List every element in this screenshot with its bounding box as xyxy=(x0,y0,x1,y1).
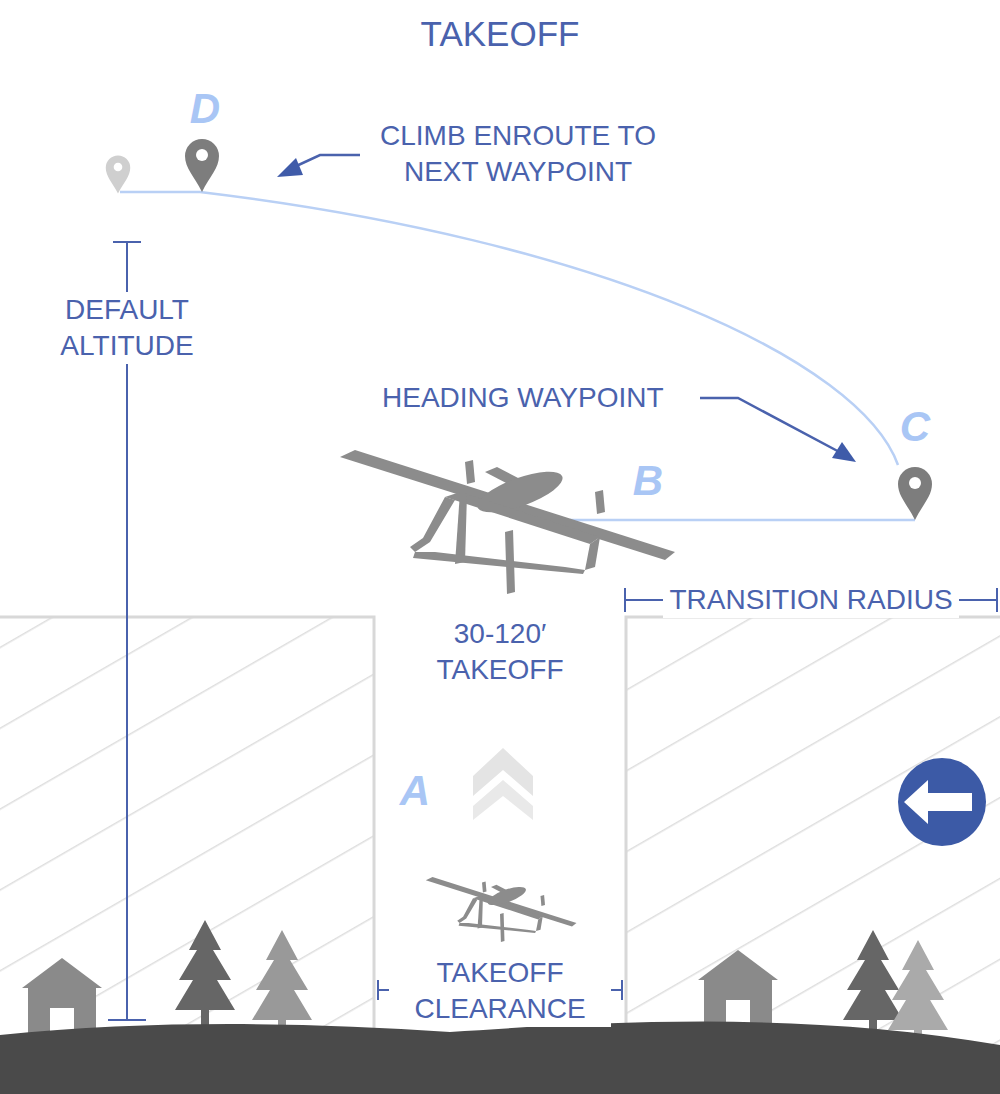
waypoint-letter: C xyxy=(900,404,930,450)
dimension-label: TRANSITION RADIUS xyxy=(663,582,958,618)
callout-text: HEADING WAYPOINT xyxy=(382,380,664,416)
stage-letter: A xyxy=(400,768,430,814)
diagram-title: TAKEOFF xyxy=(421,14,580,54)
dimension-label: DEFAULT ALTITUDE xyxy=(46,292,208,364)
dimension-label: TAKEOFF CLEARANCE xyxy=(389,955,611,1027)
callout-text: CLIMB ENROUTE TO NEXT WAYPOINT xyxy=(368,118,668,190)
dimension-label: 30-120′ TAKEOFF xyxy=(425,616,575,688)
waypoint-letter: D xyxy=(190,86,220,132)
waypoint-letter: B xyxy=(633,458,663,504)
